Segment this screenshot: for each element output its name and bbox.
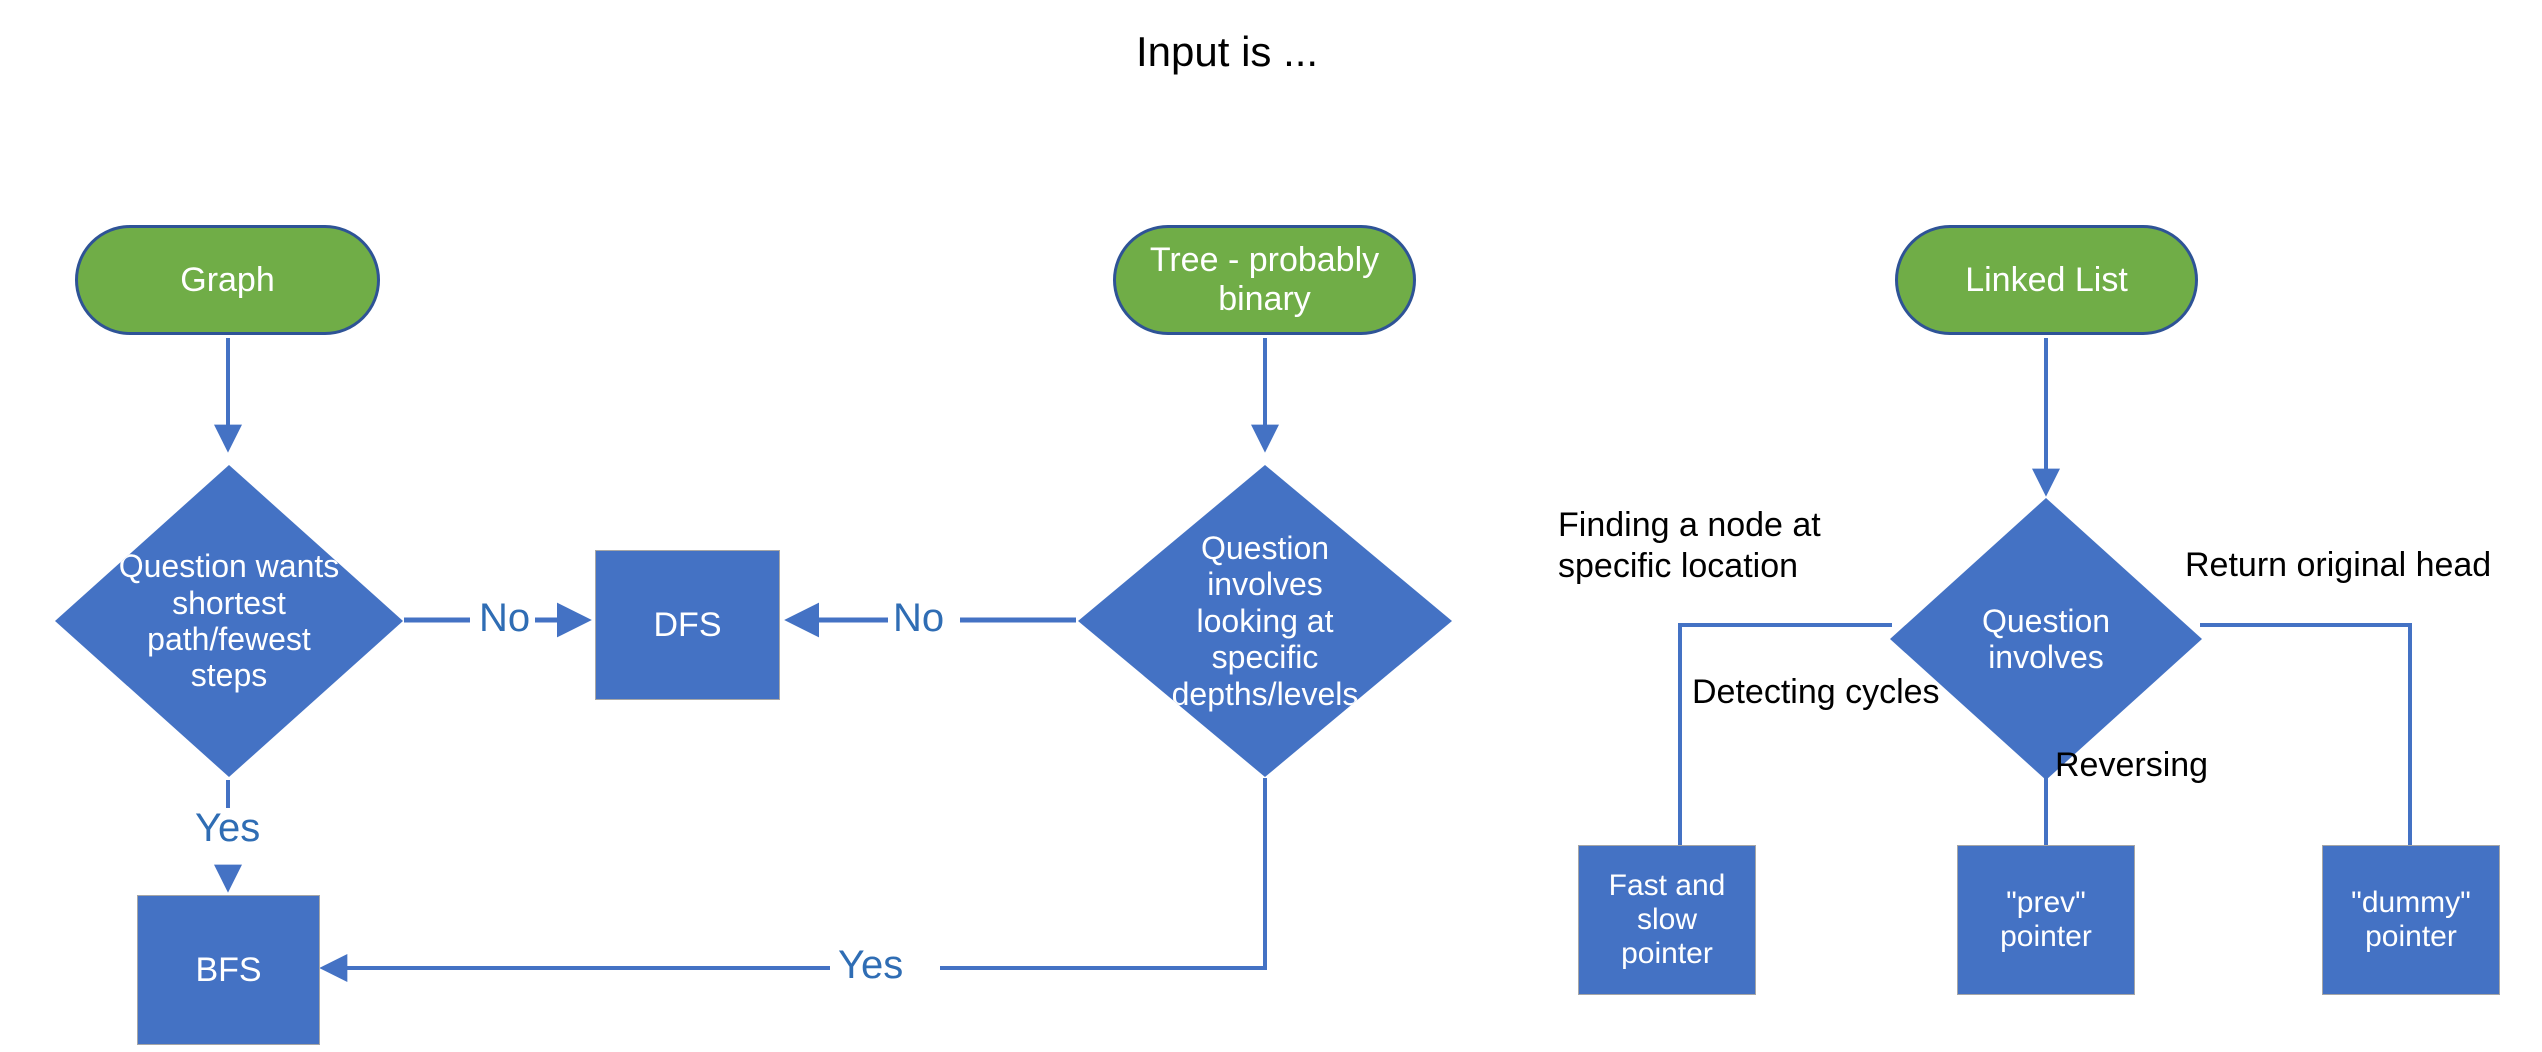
ll-decision-line-1: Question xyxy=(1981,602,2111,639)
node-dummy-pointer-label: "dummy" pointer xyxy=(2351,886,2471,954)
tree-decision-line-3: depths/levels xyxy=(1171,675,1359,712)
node-graph-decision-label: Question wants shortest path/fewest step… xyxy=(114,548,344,694)
edge-label-ll-return-head: Return original head xyxy=(2185,546,2492,584)
node-linked-list[interactable]: Linked List xyxy=(1895,225,2198,335)
edge-label-ll-finding-node: Finding a node at specific location xyxy=(1558,505,1898,587)
node-ll-decision[interactable]: Question involves xyxy=(1890,498,2202,780)
node-fast-slow-label: Fast and slow pointer xyxy=(1609,869,1726,972)
graph-decision-line-3: steps xyxy=(190,657,268,694)
tree-decision-line-1: Question involves xyxy=(1200,529,1330,603)
tree-decision-line-2: looking at specific xyxy=(1196,602,1334,676)
node-tree-label: Tree - probably binary xyxy=(1150,241,1379,319)
prev-pointer-line-1: "prev" xyxy=(2006,885,2086,919)
node-dummy-pointer[interactable]: "dummy" pointer xyxy=(2322,845,2500,995)
node-bfs-label: BFS xyxy=(195,950,262,989)
ll-find-node-line-1: Finding a node at xyxy=(1558,506,1821,544)
fast-slow-line-3: pointer xyxy=(1621,937,1713,971)
prev-pointer-line-2: pointer xyxy=(2000,920,2092,953)
fast-slow-line-2: slow xyxy=(1636,902,1697,936)
edge-label-graph-no: No xyxy=(474,598,536,638)
edge-label-tree-yes: Yes xyxy=(833,945,909,985)
diagram-title: Input is ... xyxy=(1136,28,1319,75)
edge-label-ll-reversing: Reversing xyxy=(2055,746,2209,784)
node-graph-decision[interactable]: Question wants shortest path/fewest step… xyxy=(55,465,403,777)
edge-label-graph-yes: Yes xyxy=(190,808,266,848)
fast-slow-line-1: Fast and xyxy=(1608,868,1726,902)
graph-decision-line-1: Question wants xyxy=(118,548,340,585)
edge-label-tree-no: No xyxy=(888,598,950,638)
dummy-pointer-line-1: "dummy" xyxy=(2351,885,2471,919)
node-tree[interactable]: Tree - probably binary xyxy=(1113,225,1416,335)
node-graph[interactable]: Graph xyxy=(75,225,380,335)
node-prev-pointer-label: "prev" pointer xyxy=(2000,886,2092,954)
node-ll-decision-label: Question involves xyxy=(1956,603,2137,676)
node-fast-slow-pointer[interactable]: Fast and slow pointer xyxy=(1578,845,1756,995)
ll-find-node-line-2: specific location xyxy=(1558,546,1799,585)
node-bfs[interactable]: BFS xyxy=(137,895,320,1045)
dummy-pointer-line-2: pointer xyxy=(2365,920,2457,953)
tree-line-2: binary xyxy=(1218,280,1311,318)
ll-decision-line-2: involves xyxy=(1988,639,2104,675)
graph-decision-line-2: shortest path/fewest xyxy=(147,584,311,657)
edge-ll-left-to-fastslow xyxy=(1666,623,1892,881)
edge-tree-yes-down xyxy=(940,778,1267,970)
edge-ll-right-to-dummy xyxy=(2200,623,2424,881)
tree-line-1: Tree - probably xyxy=(1149,241,1380,280)
node-linked-list-label: Linked List xyxy=(1965,260,2128,299)
edge-label-ll-detecting-cycles: Detecting cycles xyxy=(1692,673,1940,711)
node-prev-pointer[interactable]: "prev" pointer xyxy=(1957,845,2135,995)
node-tree-decision[interactable]: Question involves looking at specific de… xyxy=(1078,465,1452,777)
node-dfs-label: DFS xyxy=(653,605,722,644)
node-dfs[interactable]: DFS xyxy=(595,550,780,700)
node-tree-decision-label: Question involves looking at specific de… xyxy=(1142,530,1389,712)
node-graph-label: Graph xyxy=(180,260,275,299)
